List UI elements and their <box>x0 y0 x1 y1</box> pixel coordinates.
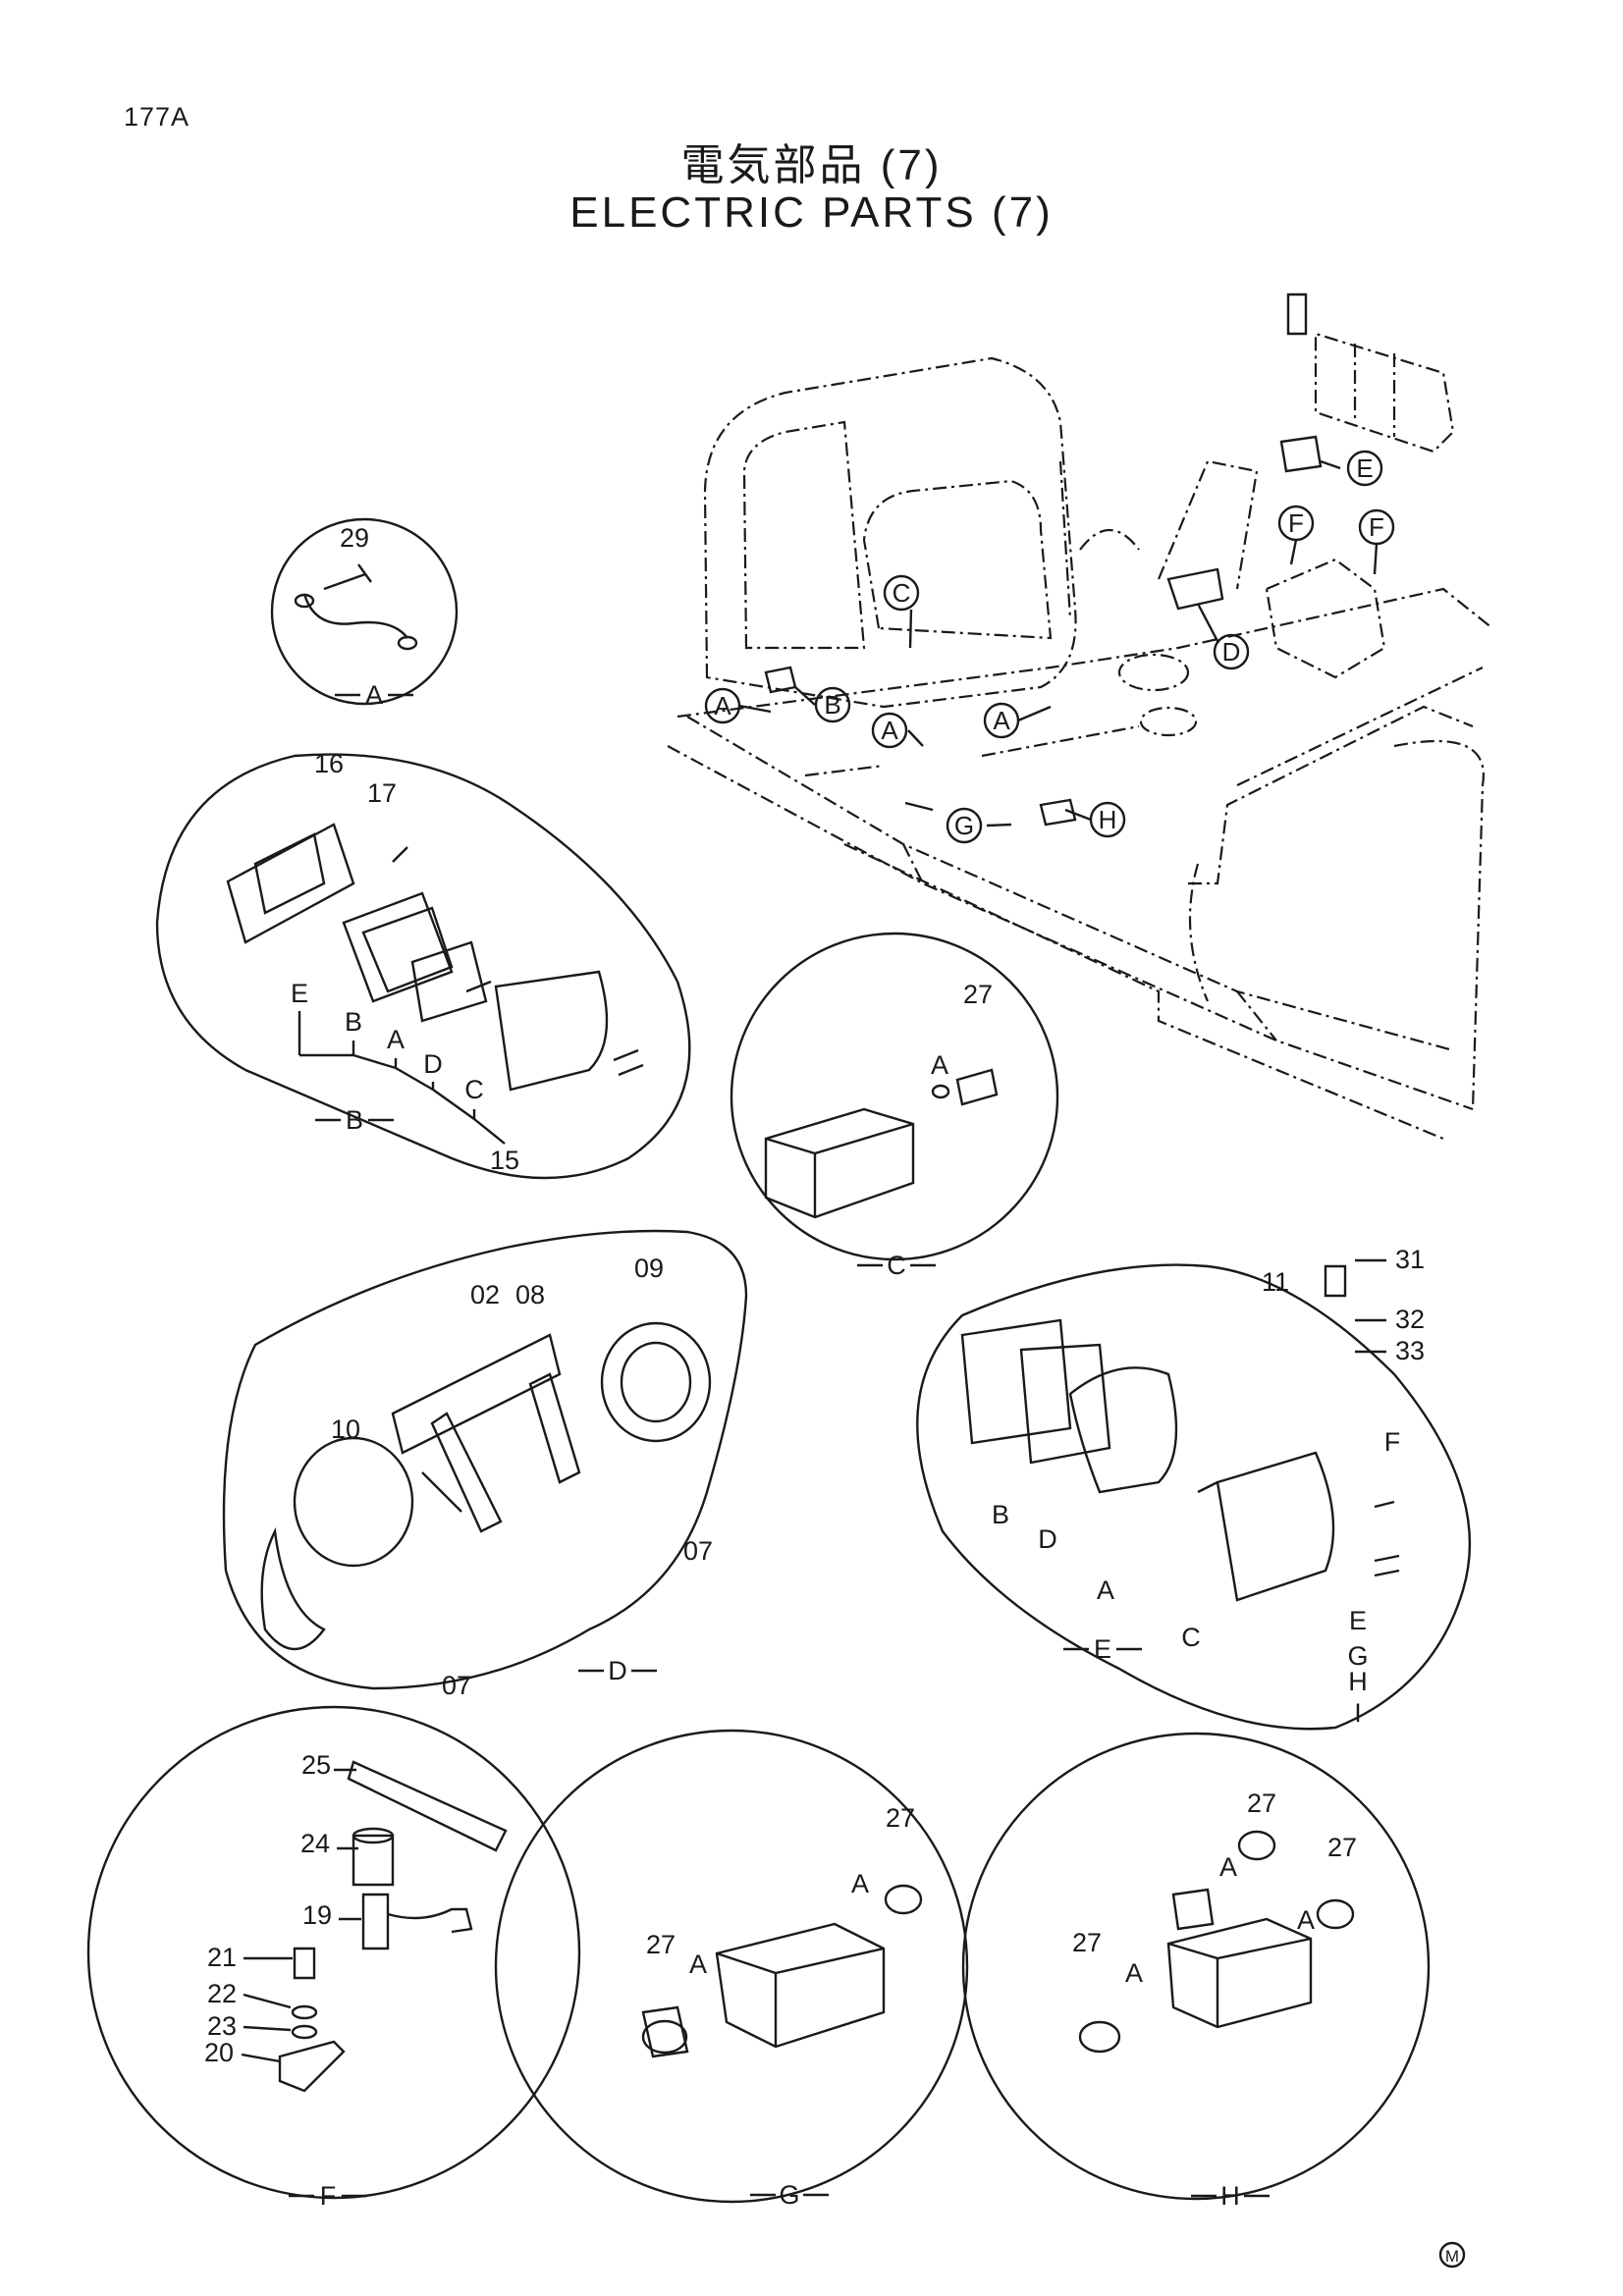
part-number-15: 15 <box>490 1146 519 1175</box>
leader-line <box>241 2053 281 2063</box>
part-number-31: 31 <box>1395 1245 1425 1274</box>
part-number-20: 20 <box>204 2038 234 2067</box>
part-number-21: 21 <box>207 1943 237 1972</box>
machine-callout-d-10-ring <box>1213 633 1250 670</box>
item-letter-a: A <box>387 1025 405 1054</box>
part-number-22: 22 <box>207 1979 237 2008</box>
leader-line <box>473 1118 506 1145</box>
leader-line <box>243 2025 292 2032</box>
item-letter-d-2: D <box>1038 1524 1057 1554</box>
part-number-19: 19 <box>302 1900 332 1930</box>
detail-name-c: C <box>887 1251 906 1280</box>
machine-callout-h-6-ring <box>1089 801 1126 838</box>
item-letter-b: B <box>345 1007 362 1037</box>
part-number-08: 08 <box>515 1280 545 1309</box>
part-number-32: 32 <box>1395 1305 1425 1334</box>
part-number-24: 24 <box>300 1829 330 1858</box>
machine-callout-e-7: E <box>1356 454 1373 483</box>
machine-callout-h-6: H <box>1099 805 1117 834</box>
excavator-overview <box>667 293 1493 1141</box>
machine-callout-a-3-ring <box>871 712 908 749</box>
part-number-27-3: 27 <box>646 1930 676 1959</box>
part-number-11: 11 <box>1262 1267 1289 1297</box>
machine-callout-a-0-ring <box>704 687 741 724</box>
part-number-23: 23 <box>207 2011 237 2041</box>
item-letter-b-2: B <box>992 1500 1009 1529</box>
part-number-27-5: 27 <box>1327 1833 1357 1862</box>
machine-callout-a-3: A <box>881 716 898 745</box>
machine-callout-e-7-ring <box>1346 450 1383 487</box>
title-japanese: 電気部品 (7) <box>680 141 943 189</box>
item-letter-a-4: A <box>851 1869 869 1898</box>
machine-callout-b-1: B <box>824 690 840 720</box>
item-letter-a-8: A <box>1125 1958 1143 1988</box>
footer-mark: M <box>1445 2247 1459 2266</box>
machine-callout-c-2-ring <box>883 574 920 612</box>
part-number-33: 33 <box>1395 1336 1425 1365</box>
leader-line <box>243 1993 292 2009</box>
detail-name-h: H <box>1220 2181 1240 2211</box>
part-number-17: 17 <box>367 778 397 808</box>
machine-callout-a-4-ring <box>983 702 1020 739</box>
part-number-29: 29 <box>340 523 369 553</box>
item-letter-a-6: A <box>1219 1852 1237 1882</box>
machine-callout-g-5: G <box>954 811 974 840</box>
part-number-07: 07 <box>683 1536 713 1566</box>
footer-mark-ring <box>1438 2241 1466 2269</box>
detail-bubbles <box>86 517 1472 2204</box>
part-number-27-6: 27 <box>1072 1928 1102 1957</box>
machine-callout-c-2: C <box>893 578 911 608</box>
part-number-25: 25 <box>301 1750 331 1780</box>
part-number-27-2: 27 <box>886 1803 915 1833</box>
item-letter-a-7: A <box>1297 1905 1315 1935</box>
machine-callout-f-9: F <box>1369 512 1384 542</box>
detail-name-b: B <box>346 1105 363 1135</box>
machine-callout-g-5-ring <box>946 807 983 844</box>
leader-line <box>352 1053 397 1070</box>
detail-name-a: A <box>365 680 383 710</box>
part-number-27: 27 <box>963 980 993 1009</box>
machine-callout-d-10: D <box>1222 637 1241 667</box>
machine-callout-f-8: F <box>1288 508 1304 538</box>
item-letter-d: D <box>423 1049 443 1079</box>
item-letter-c: C <box>464 1075 484 1104</box>
item-letter-h: H <box>1348 1667 1368 1696</box>
item-letter-a-5: A <box>689 1949 707 1979</box>
machine-callout-a-0: A <box>714 691 731 721</box>
part-number-27-4: 27 <box>1247 1789 1276 1818</box>
title-english: ELECTRIC PARTS (7) <box>569 188 1054 237</box>
machine-callout-f-9-ring <box>1358 508 1395 546</box>
leader-line <box>395 1066 434 1092</box>
item-letter-f: F <box>1384 1427 1401 1457</box>
item-letter-e-2: E <box>1349 1606 1367 1635</box>
page-number: 177A <box>124 102 190 132</box>
detail-name-f: F <box>320 2181 337 2211</box>
part-number-16: 16 <box>314 749 344 778</box>
part-number-07-2: 07 <box>442 1671 471 1700</box>
machine-callout-b-1-ring <box>814 686 851 723</box>
part-number-02: 02 <box>470 1280 500 1309</box>
item-letter-i: I <box>1354 1698 1362 1728</box>
item-letter-g: G <box>1347 1641 1368 1671</box>
detail-name-g: G <box>779 2180 799 2210</box>
machine-callout-f-8-ring <box>1277 505 1315 542</box>
item-letter-a-3: A <box>1097 1575 1114 1605</box>
part-number-09: 09 <box>634 1254 664 1283</box>
machine-callout-a-4: A <box>993 706 1010 735</box>
leader-line <box>432 1089 475 1120</box>
item-letter-e: E <box>291 979 308 1008</box>
item-letter-c-2: C <box>1181 1623 1201 1652</box>
detail-name-e: E <box>1094 1634 1111 1664</box>
part-number-10: 10 <box>331 1415 360 1444</box>
item-letter-a-2: A <box>931 1050 948 1080</box>
detail-name-d: D <box>608 1656 627 1685</box>
